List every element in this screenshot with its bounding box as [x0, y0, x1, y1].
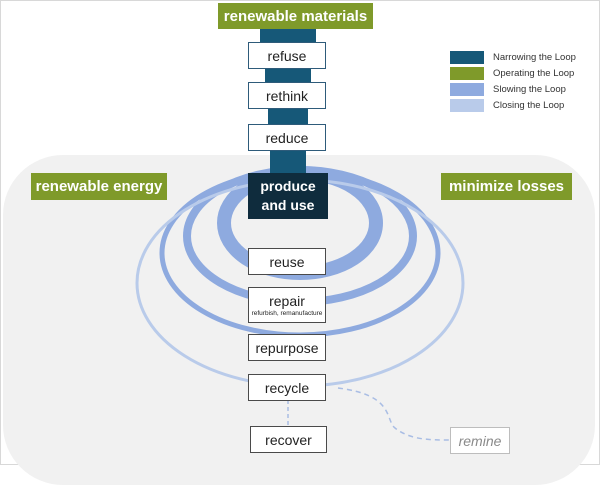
narrowing-stem-1	[260, 28, 316, 44]
step-refuse: refuse	[248, 42, 326, 69]
legend-label: Narrowing the Loop	[493, 51, 576, 63]
connector-recycle-remine	[337, 387, 451, 441]
legend-swatch	[450, 98, 484, 112]
legend-item-slowing: Slowing the Loop	[450, 81, 576, 97]
step-recover: recover	[250, 426, 327, 453]
legend-label: Operating the Loop	[493, 67, 575, 79]
and-use-label: and use	[261, 197, 315, 213]
legend-swatch	[450, 66, 484, 80]
step-reuse-label: reuse	[269, 253, 305, 270]
legend-item-closing: Closing the Loop	[450, 97, 576, 113]
step-repurpose-label: repurpose	[255, 339, 319, 356]
step-repair-sublabel: refurbish, remanufacture	[251, 310, 323, 317]
step-remine-label: remine	[458, 432, 502, 449]
step-recycle: recycle	[248, 374, 326, 401]
step-recover-label: recover	[265, 431, 312, 448]
renewable-materials-label: renewable materials	[218, 3, 373, 29]
produce-label: produce	[260, 178, 316, 194]
legend-label: Slowing the Loop	[493, 83, 566, 95]
narrowing-stem-4	[270, 148, 306, 174]
legend-item-operating: Operating the Loop	[450, 65, 576, 81]
narrowing-stem-3	[268, 107, 308, 124]
renewable-energy-label: renewable energy	[31, 173, 167, 200]
step-refuse-label: refuse	[267, 47, 307, 64]
legend-label: Closing the Loop	[493, 99, 565, 111]
legend-item-narrowing: Narrowing the Loop	[450, 49, 576, 65]
step-rethink-label: rethink	[265, 87, 309, 104]
legend-swatch	[450, 50, 484, 64]
step-produce-and-use: produce and use	[248, 173, 328, 219]
step-reduce-label: reduce	[265, 129, 309, 146]
step-reuse: reuse	[248, 248, 326, 275]
step-rethink: rethink	[248, 82, 326, 109]
legend: Narrowing the Loop Operating the Loop Sl…	[450, 49, 576, 113]
legend-swatch	[450, 82, 484, 96]
step-repurpose: repurpose	[248, 334, 326, 361]
step-recycle-label: recycle	[264, 379, 310, 396]
step-remine: remine	[450, 427, 510, 454]
step-repair-label: repair	[269, 293, 305, 309]
step-reduce: reduce	[248, 124, 326, 151]
minimize-losses-label: minimize losses	[441, 173, 572, 200]
step-repair: repair refurbish, remanufacture	[248, 287, 326, 323]
narrowing-stem-2	[265, 68, 311, 82]
